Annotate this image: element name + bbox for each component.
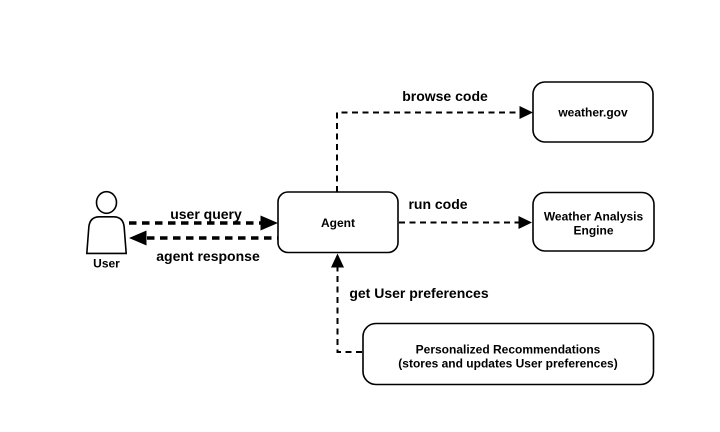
edge-label-get-user-preferences: get User preferences <box>349 285 489 301</box>
arrowhead-get-user-preferences <box>331 253 344 268</box>
arrowhead-run-code <box>518 216 532 229</box>
personalized-recommendations-box <box>362 322 655 386</box>
edge-label-browse-code: browse code <box>402 88 488 104</box>
personalized-recommendations-node: Personalized Recommendations (stores and… <box>362 322 655 386</box>
edge-label-agent-response: agent response <box>156 248 260 264</box>
arrowhead-browse-code <box>519 106 533 119</box>
weather-gov-box <box>532 81 654 143</box>
edge-get-user-preferences <box>336 266 362 353</box>
edge-label-run-code: run code <box>408 196 467 212</box>
arrowhead-user-query <box>260 215 278 231</box>
weather-analysis-engine-label-line2: Engine <box>573 224 613 238</box>
user-body-icon <box>85 216 128 255</box>
personalized-recommendations-label-line1: Personalized Recommendations <box>416 343 601 357</box>
edge-browse-code <box>336 111 520 192</box>
weather-analysis-engine-box <box>532 191 655 252</box>
user-actor-node: User <box>85 190 128 271</box>
agent-node: Agent <box>277 191 399 254</box>
weather-analysis-engine-label-line1: Weather Analysis <box>544 210 644 224</box>
weather-analysis-engine-node: Weather Analysis Engine <box>532 191 655 252</box>
personalized-recommendations-label-line2: (stores and updates User preferences) <box>398 357 617 371</box>
user-label: User <box>93 257 120 271</box>
edge-label-user-query: user query <box>170 206 242 222</box>
agent-label: Agent <box>321 216 355 230</box>
agent-box <box>277 191 399 254</box>
weather-gov-node: weather.gov <box>532 81 654 143</box>
user-head-icon <box>95 190 118 215</box>
weather-gov-label: weather.gov <box>557 106 628 120</box>
arrowhead-agent-response <box>129 230 147 246</box>
